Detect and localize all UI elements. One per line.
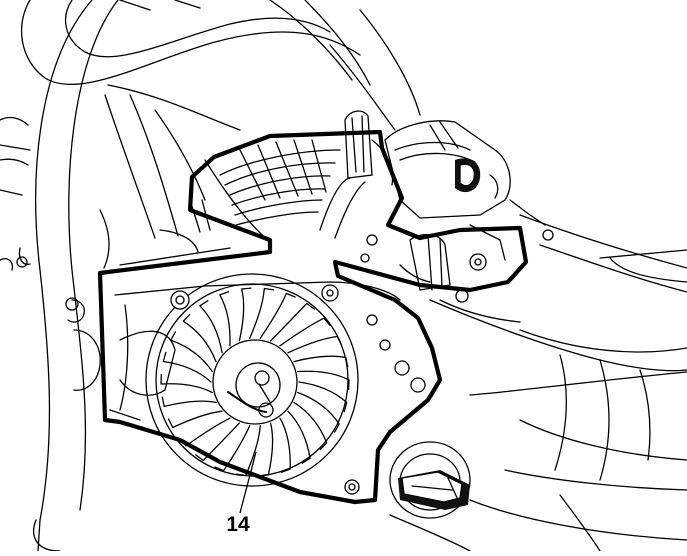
- cover-outline-14: [97, 129, 529, 505]
- flywheel-fin: [195, 422, 241, 462]
- flywheel-fin: [259, 292, 296, 339]
- flywheel-fin: [199, 300, 223, 354]
- flywheel-fin: [182, 313, 217, 363]
- flywheel-fin: [160, 373, 213, 394]
- flywheel-fin: [293, 401, 328, 451]
- air-filter-cover: [384, 120, 554, 241]
- housing-contours: [99, 84, 269, 269]
- flywheel-fin: [167, 410, 223, 429]
- flywheel-fin: [235, 425, 261, 477]
- flywheel-fin: [179, 417, 231, 447]
- flywheel-fin: [162, 351, 212, 383]
- starter-cover: [109, 281, 426, 495]
- rear-body: [389, 214, 687, 552]
- flywheel-fin: [293, 355, 349, 368]
- flywheel-fin: [170, 331, 213, 373]
- fuel-cap: [389, 441, 471, 519]
- flywheel-fin: [161, 396, 217, 408]
- flywheel-fin: [214, 425, 251, 472]
- callout-leader-line: [239, 451, 257, 514]
- flywheel-fin: [219, 291, 231, 347]
- flywheel-fin: [238, 287, 252, 342]
- flywheel-fin: [297, 370, 350, 391]
- flywheel-fin: [269, 302, 315, 342]
- flywheel-fin: [287, 410, 311, 464]
- flywheel-fin: [287, 335, 343, 354]
- flywheel-fin: [298, 381, 348, 413]
- flywheel-fin: [258, 422, 274, 477]
- front-handle-guard: [0, 0, 119, 552]
- flywheel-fin: [279, 317, 331, 347]
- callout-number-14: 14: [226, 513, 250, 536]
- cylinder: [219, 110, 394, 263]
- flywheel-fin: [297, 391, 340, 433]
- flywheel-fin: [279, 417, 291, 473]
- flywheel-fin: [249, 287, 275, 339]
